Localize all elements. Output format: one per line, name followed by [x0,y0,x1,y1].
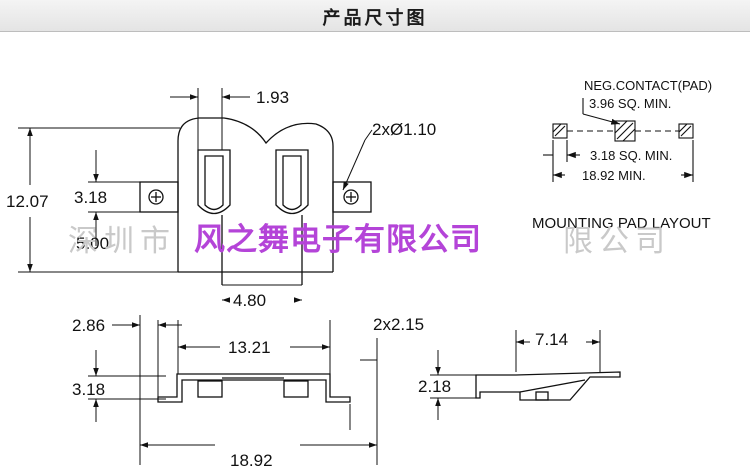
min-18-92-label: 18.92 MIN. [582,168,646,183]
dim-18-92: 18.92 [230,451,273,469]
holder-body-outline [177,117,334,213]
right-mounting-tab [332,181,372,213]
side-view [475,371,621,401]
sq-3-96-label: 3.96 SQ. MIN. [589,96,671,111]
front-profile [157,373,351,403]
dim-2-18: 2.18 [418,377,451,396]
top-view [139,117,372,285]
dim-1-93: 1.93 [256,88,289,107]
right-screw-icon [343,189,359,205]
dim-5-00: 5.00 [76,234,109,253]
left-mounting-tab [139,181,179,213]
left-contact-slot [197,149,231,215]
front-view [157,373,351,403]
title-bar: 产品尺寸图 [0,0,750,32]
watermark-bg-left: 深圳市 [68,224,176,259]
side-profile [475,371,621,401]
sq-3-18-label: 3.18 SQ. MIN. [590,148,672,163]
dim-2x2-15: 2x2.15 [373,315,424,334]
dim-13-21: 13.21 [228,338,271,357]
mounting-pad-layout-title: MOUNTING PAD LAYOUT [532,215,711,232]
right-contact-slot [275,149,309,215]
pad-layout [543,98,694,182]
side-view-dimensions [430,330,601,420]
neg-contact-label: NEG.CONTACT(PAD) [584,78,712,93]
dim-3-18-front: 3.18 [72,380,105,399]
watermark: 深圳市 限公司 风之舞电子有限公司 [68,222,671,259]
dim-12-07: 12.07 [6,192,49,211]
dim-7-14: 7.14 [535,330,568,349]
dim-2-86: 2.86 [72,316,105,335]
side-contact [535,391,549,401]
left-screw-icon [148,189,164,205]
top-view-dimensions [18,88,373,303]
watermark-bg-right: 限公司 [563,224,671,259]
front-left-contact [197,380,223,398]
page-title: 产品尺寸图 [322,8,428,29]
dim-4-80: 4.80 [233,291,266,310]
front-right-contact [283,380,309,398]
dim-3-18-top: 3.18 [74,188,107,207]
watermark-company: 风之舞电子有限公司 [194,222,482,258]
front-view-dimensions [88,315,378,465]
dim-holes: 2xØ1.10 [372,120,436,139]
